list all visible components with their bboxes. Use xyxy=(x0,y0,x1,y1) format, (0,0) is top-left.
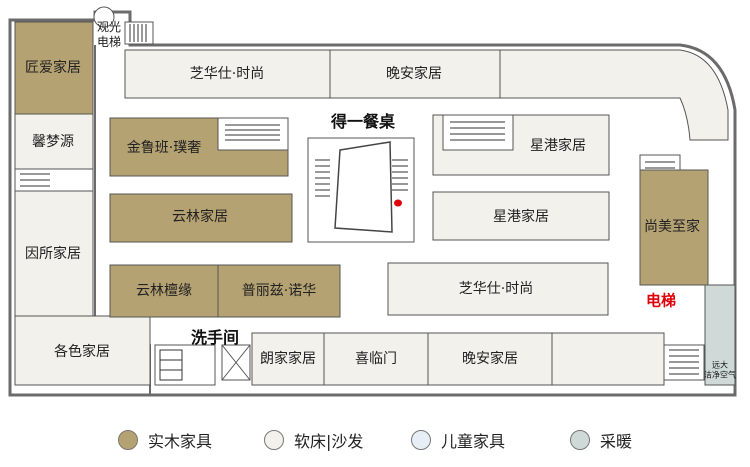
xinggang-stair xyxy=(442,114,514,151)
legend: 实木家具 软床|沙发 儿童家具 采暖 xyxy=(0,418,750,458)
atrium-void xyxy=(334,141,393,233)
legend-swatch xyxy=(264,430,284,450)
store-label-xilinmen[interactable]: 喜临门 xyxy=(355,351,397,367)
store-label-zhihuashi-top[interactable]: 芝华仕·时尚 xyxy=(189,66,265,82)
legend-item: 采暖 xyxy=(570,428,632,452)
store-label-xinggang-1[interactable]: 星港家居 xyxy=(530,138,586,154)
stairs-icon xyxy=(225,124,280,141)
legend-label: 采暖 xyxy=(600,432,633,451)
store-xinmengyuan xyxy=(14,113,94,170)
legend-swatch xyxy=(411,430,431,450)
store-bottom-right xyxy=(551,332,665,386)
store-shangmei xyxy=(639,169,709,286)
legend-item: 实木家具 xyxy=(118,428,212,452)
legend-swatch xyxy=(570,430,590,450)
legend-label: 软床|沙发 xyxy=(294,432,364,451)
store-label-shangmei[interactable]: 尚美至家 xyxy=(644,219,700,235)
stairs-icon xyxy=(20,173,50,187)
restroom-label: 洗手间 xyxy=(190,328,240,347)
restroom-icon xyxy=(159,349,183,381)
escalator-icon xyxy=(315,159,330,197)
store-label-jiangai[interactable]: 匠爱家居 xyxy=(25,60,81,76)
store-yunlin xyxy=(109,193,293,243)
legend-item: 软床|沙发 xyxy=(264,428,363,452)
stairs-icon xyxy=(669,349,699,375)
store-zhihuashi-mid xyxy=(387,262,609,316)
store-label-yuanda[interactable]: 远大 洁净空气 xyxy=(704,360,736,379)
sightseeing-elevator-label: 观光 电梯 xyxy=(96,20,122,49)
restroom-block xyxy=(154,344,216,386)
store-wanan-bottom xyxy=(427,332,553,386)
store-yunlin-tan xyxy=(109,264,219,318)
store-label-puliz[interactable]: 普丽兹·诺华 xyxy=(241,283,317,299)
store-wanan-top xyxy=(329,49,501,99)
store-label-jinluban[interactable]: 金鲁班·璞奢 xyxy=(126,140,202,156)
elevator-label: 电梯 xyxy=(645,291,677,310)
sightseeing-elevator-circle xyxy=(93,6,115,28)
you-are-here-marker xyxy=(394,199,402,207)
jinluban-stair xyxy=(217,117,289,151)
legend-swatch xyxy=(118,430,138,450)
store-label-wanan-bottom[interactable]: 晚安家居 xyxy=(462,351,518,367)
legend-item: 儿童家具 xyxy=(411,428,505,452)
store-zhihuashi-top xyxy=(124,49,331,99)
store-puliz xyxy=(217,264,341,318)
store-label-deyi[interactable]: 得一餐桌 xyxy=(330,112,396,131)
store-langjia xyxy=(251,332,325,386)
store-yuanda xyxy=(704,284,736,386)
store-jiangai xyxy=(14,21,94,115)
store-label-xinmengyuan[interactable]: 馨梦源 xyxy=(32,134,74,150)
legend-label: 儿童家具 xyxy=(441,432,506,451)
store-label-langjia[interactable]: 朗家家居 xyxy=(260,351,316,367)
store-gese xyxy=(14,315,151,386)
store-label-yinsuo[interactable]: 因所家居 xyxy=(25,246,81,262)
stairs-icon xyxy=(129,24,147,42)
store-label-yunlin[interactable]: 云林家居 xyxy=(172,209,228,225)
legend-label: 实木家具 xyxy=(148,432,213,451)
stairs-icon xyxy=(450,121,505,141)
store-label-zhihuashi-mid[interactable]: 芝华仕·时尚 xyxy=(458,281,534,297)
sightseeing-stair xyxy=(124,21,154,45)
store-label-yunlin-tan[interactable]: 云林檀缘 xyxy=(136,283,192,299)
store-label-xinggang-2[interactable]: 星港家居 xyxy=(493,209,549,225)
store-yinsuo xyxy=(14,190,94,317)
store-label-gese[interactable]: 各色家居 xyxy=(54,344,110,360)
store-top-right-corner xyxy=(499,49,729,141)
store-label-wanan-top[interactable]: 晚安家居 xyxy=(386,66,442,82)
store-xinggang-2 xyxy=(432,191,610,241)
escalator-icon xyxy=(392,159,408,191)
